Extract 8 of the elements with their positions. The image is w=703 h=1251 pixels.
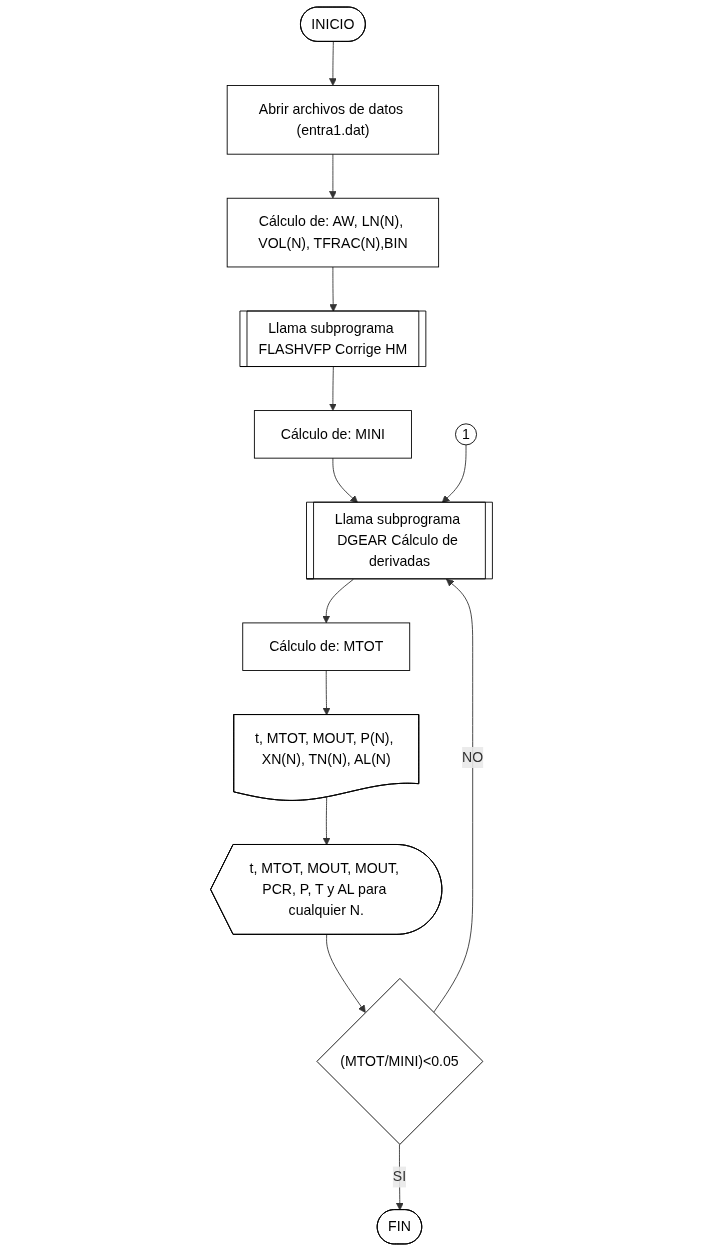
- node-circle: 1: [455, 423, 477, 446]
- edge-label: SI: [392, 1169, 407, 1185]
- node-box: Cálculo de: AW, LN(N), VOL(N), TFRAC(N),BIN: [226, 197, 440, 268]
- node-box: Cálculo de: MTOT: [242, 622, 411, 671]
- node-box: Cálculo de: MINI: [253, 410, 412, 459]
- node-box: Abrir archivos de datos (entra1.dat): [226, 85, 440, 155]
- node-diamond: (MTOT/MINI)<0.05: [316, 977, 484, 1145]
- edge-label: NO: [462, 749, 484, 765]
